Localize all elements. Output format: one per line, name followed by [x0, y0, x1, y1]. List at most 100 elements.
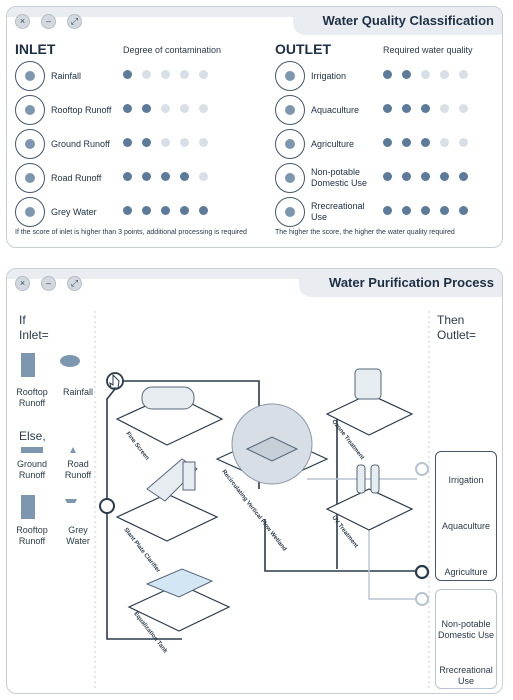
score-dots	[383, 206, 468, 215]
ground-runoff-icon	[15, 129, 45, 159]
score-dot-empty	[180, 104, 189, 113]
score-row: Irrigation	[275, 61, 502, 91]
score-row: Rainfall	[15, 61, 245, 91]
equalization-tank	[145, 568, 214, 598]
score-dot-empty	[199, 172, 208, 181]
score-dot-empty	[161, 70, 170, 79]
score-dot-filled	[180, 172, 189, 181]
score-dot-filled	[123, 206, 132, 215]
then-outlet-label: Then Outlet=	[437, 313, 477, 342]
clarifier-platform	[115, 493, 219, 542]
score-dot-empty	[421, 70, 430, 79]
score-dot-filled	[180, 206, 189, 215]
ozone-unit	[354, 368, 382, 400]
score-dots	[123, 138, 208, 147]
score-dot-empty	[459, 138, 468, 147]
score-dot-filled	[142, 172, 151, 181]
shower-icon	[15, 197, 45, 227]
ground-runoff-icon	[21, 447, 43, 453]
wetland-bed	[245, 436, 299, 462]
if-source-rainfall: Rainfall	[62, 387, 93, 397]
outlet-recreational: Rrecreational Use	[439, 665, 493, 686]
score-dot-filled	[161, 206, 170, 215]
score-dot-filled	[383, 172, 392, 181]
score-dot-filled	[402, 104, 411, 113]
else-source-ground: Ground Runoff	[16, 459, 48, 480]
window-title: Water Quality Classification	[292, 7, 502, 35]
flow-node	[99, 498, 115, 514]
close-button[interactable]: ×	[15, 276, 30, 291]
minimize-button[interactable]: –	[41, 276, 56, 291]
score-dot-filled	[383, 206, 392, 215]
if-source-rooftop: Rooftop Runoff	[16, 387, 48, 408]
clarifier-tank	[182, 461, 196, 491]
toilet-icon	[275, 163, 305, 193]
score-dot-empty	[180, 138, 189, 147]
row-label: Rrecreational Use	[311, 201, 365, 222]
score-dot-filled	[459, 172, 468, 181]
score-dots	[123, 172, 208, 181]
rain-cloud-icon	[60, 355, 80, 367]
flow-node	[415, 592, 429, 606]
minimize-button[interactable]: –	[41, 14, 56, 29]
score-dot-empty	[142, 70, 151, 79]
outlet-heading: OUTLET	[275, 41, 331, 57]
score-dots	[123, 104, 208, 113]
score-dots	[383, 138, 468, 147]
score-dot-filled	[440, 172, 449, 181]
score-row: Grey Water	[15, 197, 245, 227]
close-button[interactable]: ×	[15, 14, 30, 29]
maximize-button[interactable]: ⤢	[67, 276, 82, 291]
score-dot-empty	[440, 104, 449, 113]
score-dot-filled	[402, 138, 411, 147]
fine-screen-drum	[141, 386, 195, 410]
primary-outlets-box	[435, 451, 497, 581]
score-dot-filled	[402, 206, 411, 215]
building-icon	[15, 95, 45, 125]
score-dot-filled	[199, 206, 208, 215]
score-dot-empty	[180, 70, 189, 79]
if-inlet-label: If Inlet=	[19, 313, 49, 342]
aquarium-icon	[275, 95, 305, 125]
drops-icon	[70, 447, 76, 453]
score-dot-empty	[459, 70, 468, 79]
score-dot-filled	[421, 172, 430, 181]
row-label: Road Runoff	[51, 173, 102, 183]
score-dot-empty	[459, 104, 468, 113]
secondary-outlets-box	[435, 589, 497, 689]
else-source-road: Road Runoff	[64, 459, 92, 480]
score-dot-filled	[142, 104, 151, 113]
outlet-non-potable: Non-potable Domestic Use	[437, 619, 494, 640]
row-label: Ground Runoff	[51, 139, 110, 149]
score-dot-filled	[459, 206, 468, 215]
outlet-subheading: Required water quality	[383, 45, 473, 55]
score-dot-filled	[161, 172, 170, 181]
score-row: Road Runoff	[15, 163, 245, 193]
score-dots	[383, 70, 468, 79]
score-row: Non-potable Domestic Use	[275, 163, 502, 193]
score-row: Ground Runoff	[15, 129, 245, 159]
score-dot-filled	[123, 104, 132, 113]
score-dot-filled	[421, 104, 430, 113]
maximize-button[interactable]: ⤢	[67, 14, 82, 29]
score-dot-filled	[142, 206, 151, 215]
source-icons	[21, 353, 80, 519]
hand-cursor-icon	[109, 373, 120, 389]
score-row: Rooftop Runoff	[15, 95, 245, 125]
score-dot-filled	[383, 104, 392, 113]
inlet-subheading: Degree of contamination	[123, 45, 222, 55]
window-title: Water Purification Process	[299, 269, 502, 297]
score-dots	[123, 70, 208, 79]
crops-icon	[275, 129, 305, 159]
building-icon	[21, 353, 35, 377]
tank-platform	[127, 583, 231, 632]
sprinkler-icon	[275, 61, 305, 91]
shower-icon	[65, 499, 77, 503]
score-dots	[123, 206, 208, 215]
score-dot-filled	[123, 138, 132, 147]
score-dot-empty	[440, 138, 449, 147]
row-label: Aquaculture	[311, 105, 360, 115]
inlet-heading: INLET	[15, 41, 56, 57]
flow-node	[414, 564, 430, 580]
score-dots	[383, 172, 468, 181]
